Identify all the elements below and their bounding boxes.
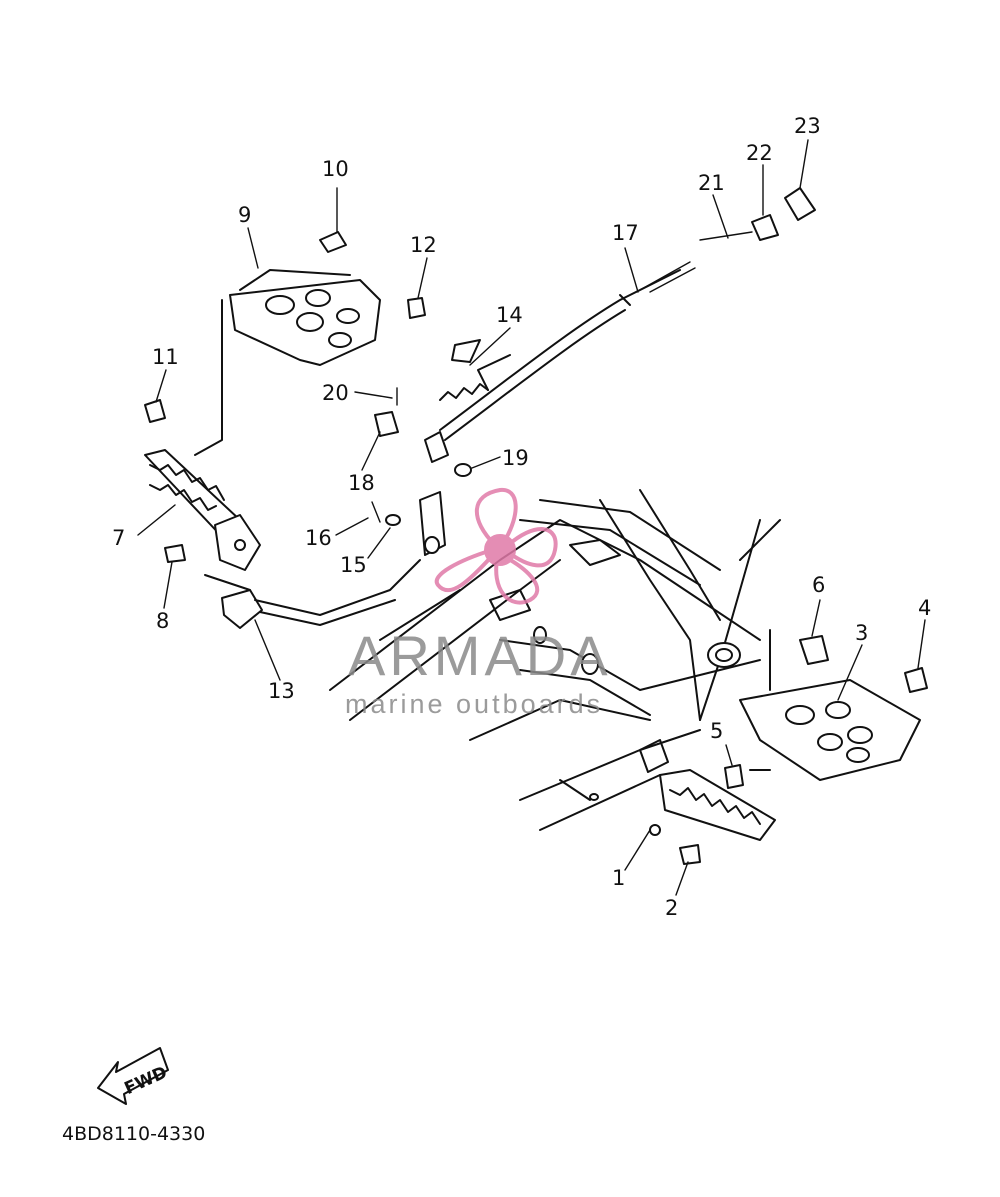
callout-3: 3 bbox=[855, 621, 868, 645]
brake-cable bbox=[424, 261, 696, 463]
callout-1: 1 bbox=[612, 866, 625, 890]
callout-16: 16 bbox=[305, 526, 332, 550]
frame-tubes bbox=[329, 489, 781, 831]
right-footrest-plate bbox=[739, 629, 921, 781]
callout-11: 11 bbox=[152, 345, 179, 369]
fasteners bbox=[144, 187, 928, 865]
watermark-title: ARMADA bbox=[348, 624, 612, 687]
callout-5: 5 bbox=[710, 719, 723, 743]
propeller-logo bbox=[434, 487, 558, 605]
callout-2: 2 bbox=[665, 896, 678, 920]
callout-9: 9 bbox=[238, 203, 251, 227]
callout-18: 18 bbox=[348, 471, 375, 495]
callout-12: 12 bbox=[410, 233, 437, 257]
callout-20: 20 bbox=[322, 381, 349, 405]
left-footpeg bbox=[144, 449, 261, 571]
callout-6: 6 bbox=[812, 573, 825, 597]
callout-4: 4 bbox=[918, 596, 931, 620]
diagram-code: 4BD8110-4330 bbox=[62, 1123, 205, 1145]
callout-7: 7 bbox=[112, 526, 125, 550]
left-footrest-plate bbox=[194, 269, 381, 456]
callout-23: 23 bbox=[794, 114, 821, 138]
watermark: ARMADA marine outboards bbox=[345, 487, 612, 719]
callout-19: 19 bbox=[502, 446, 529, 470]
brake-spring bbox=[439, 339, 511, 401]
callout-17: 17 bbox=[612, 221, 639, 245]
forward-arrow-icon: FWD bbox=[97, 1047, 170, 1105]
watermark-subtitle: marine outboards bbox=[345, 689, 603, 719]
callout-10: 10 bbox=[322, 157, 349, 181]
callout-21: 21 bbox=[698, 171, 725, 195]
brake-pedal bbox=[204, 491, 446, 629]
callout-22: 22 bbox=[746, 141, 773, 165]
callout-13: 13 bbox=[268, 679, 295, 703]
callout-15: 15 bbox=[340, 553, 367, 577]
callout-labels: 1 2 3 4 5 6 7 8 9 10 11 12 13 14 15 16 1… bbox=[112, 114, 931, 920]
callout-8: 8 bbox=[156, 609, 169, 633]
callout-14: 14 bbox=[496, 303, 523, 327]
leader-lines bbox=[137, 139, 926, 896]
right-footpeg bbox=[649, 769, 776, 841]
